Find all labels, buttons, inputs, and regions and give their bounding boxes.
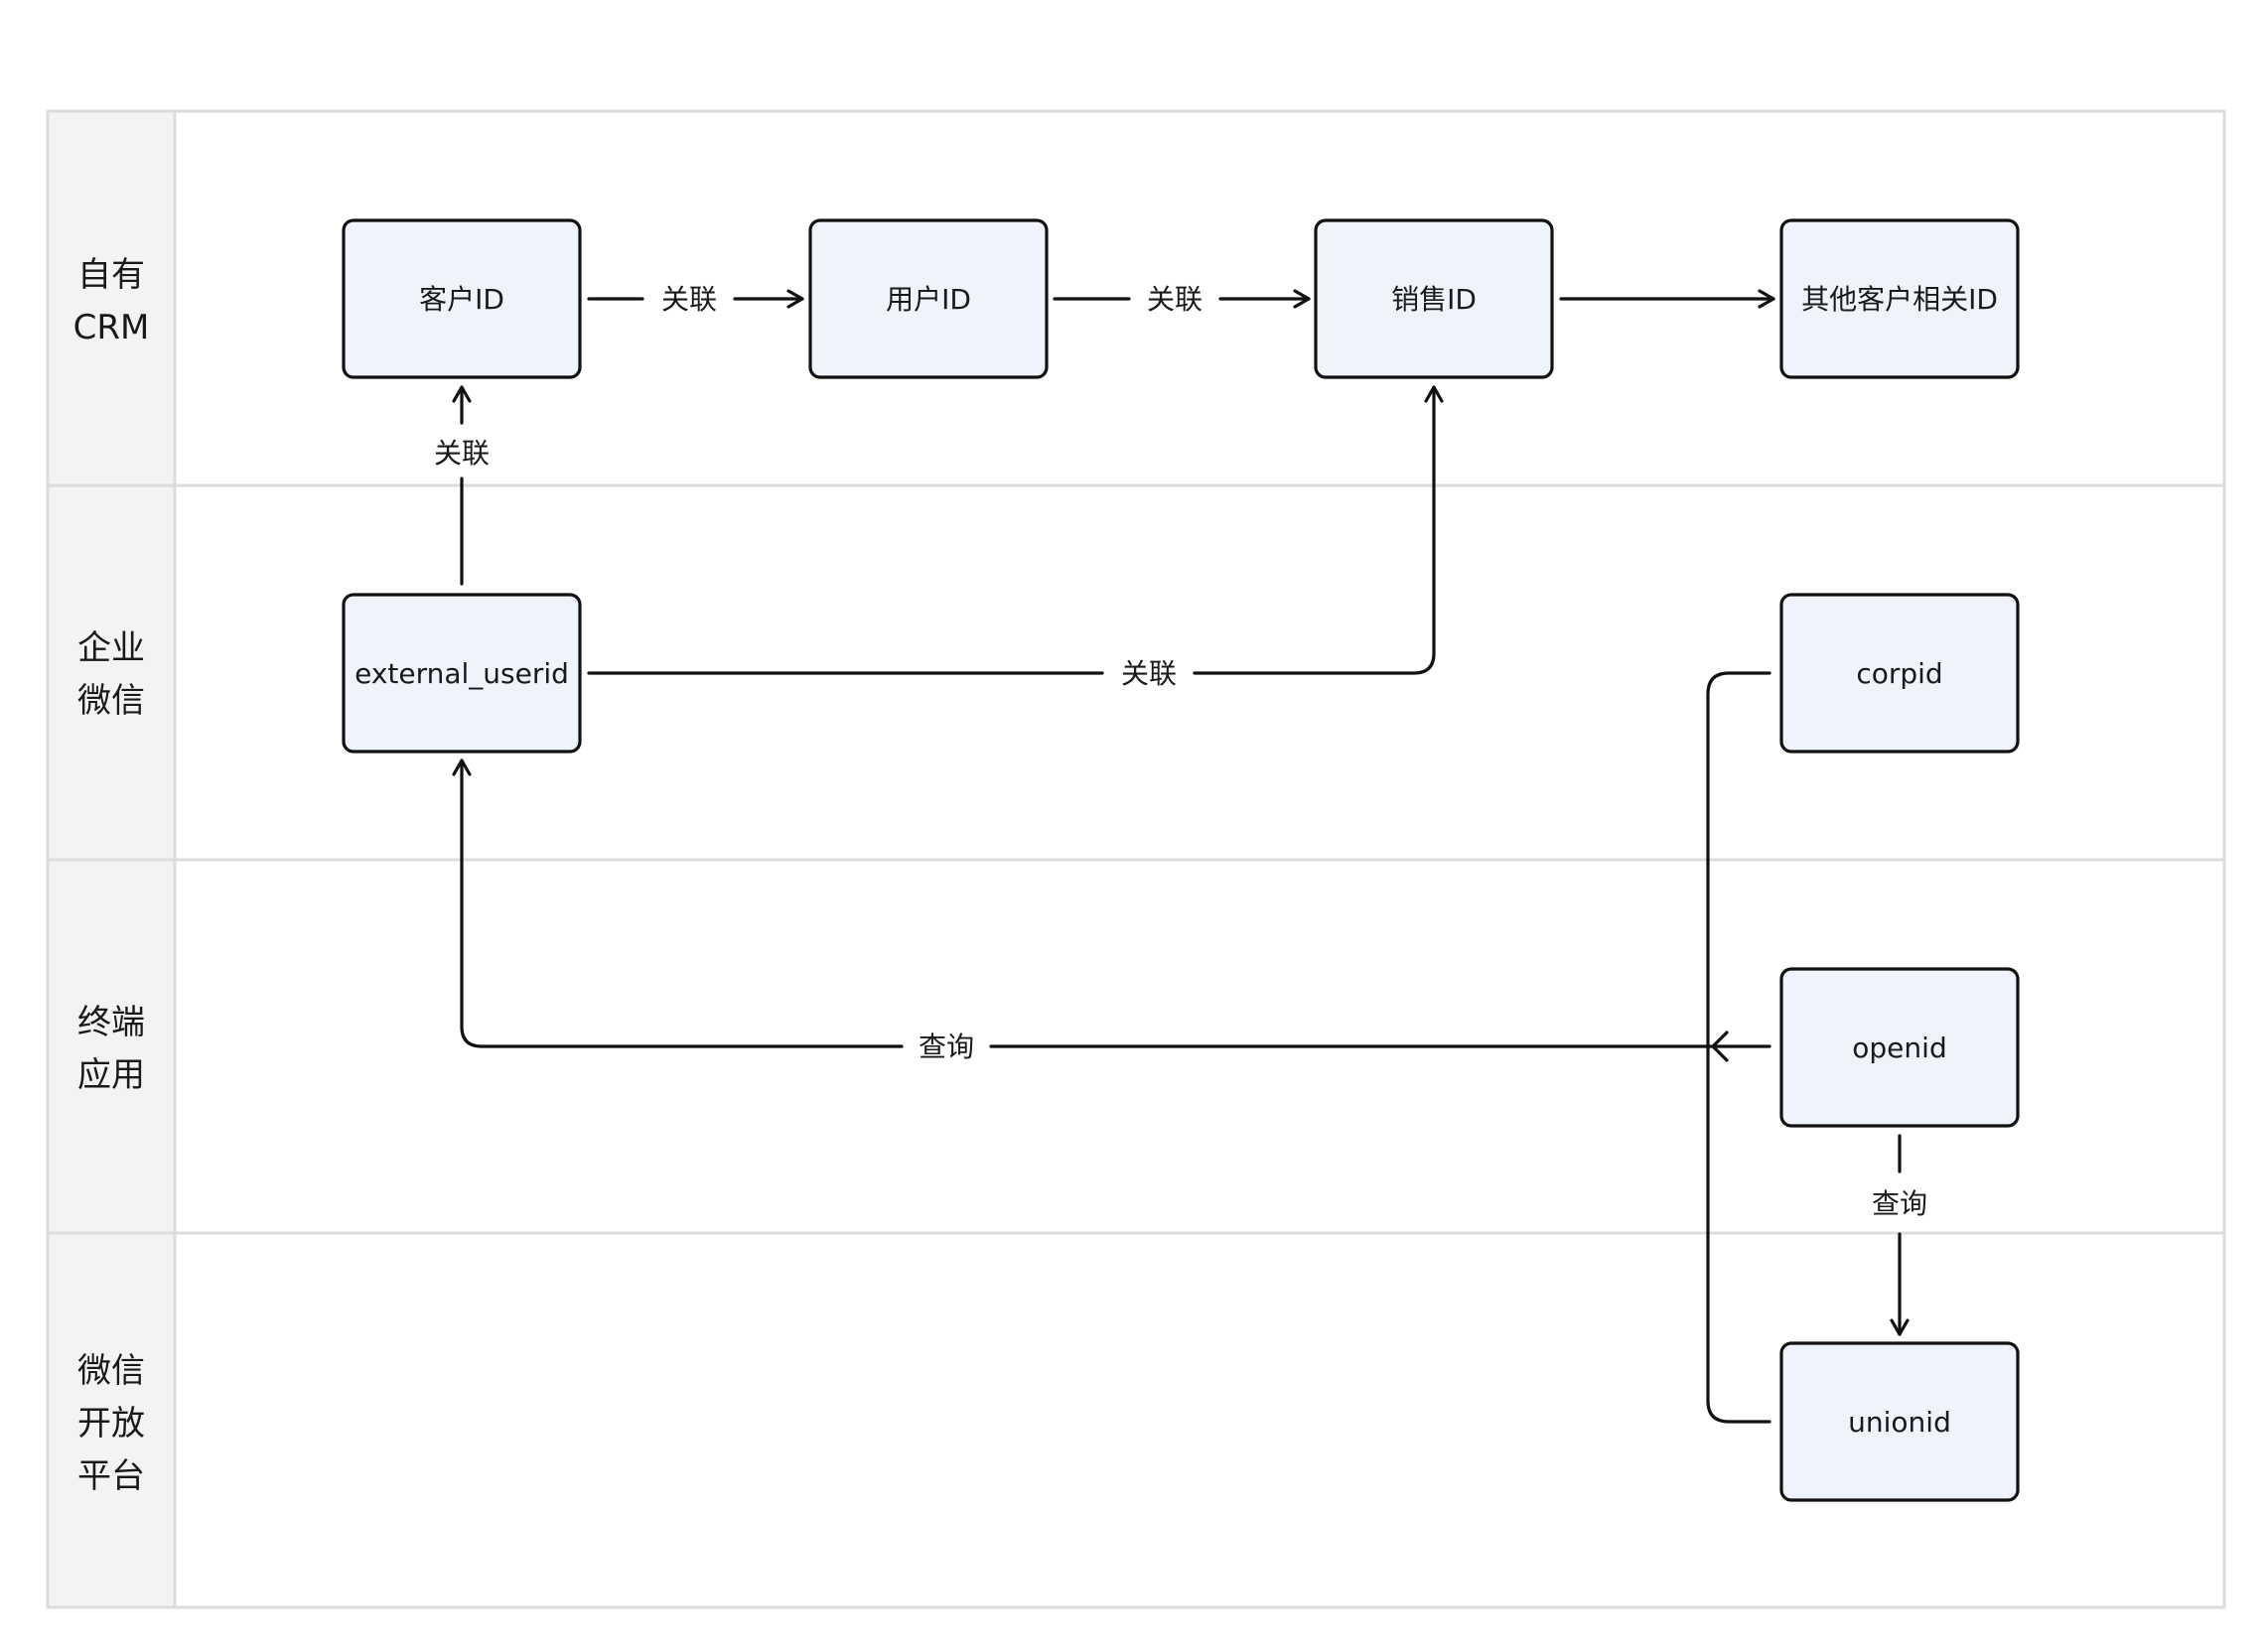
node-sales-id[interactable]: 销售ID xyxy=(1314,218,1554,379)
edge-external-to-sales: 关联 xyxy=(587,385,1444,690)
edge-label: 关联 xyxy=(1147,283,1203,316)
lane-label-crm: 自有 CRM xyxy=(73,255,150,347)
edges: 关联 关联 关联 关联 查询 xyxy=(434,283,1927,1424)
node-label: external_userid xyxy=(354,657,569,690)
lane-label-line: 终端 xyxy=(77,1003,145,1042)
node-external-userid[interactable]: external_userid xyxy=(342,593,582,754)
node-other-customer-ids[interactable]: 其他客户相关ID xyxy=(1779,218,2020,379)
lane-label-wework: 企业 微信 xyxy=(77,628,145,721)
edge-label: 关联 xyxy=(434,437,490,470)
edge-external-to-customer: 关联 xyxy=(434,385,490,586)
node-label: 客户ID xyxy=(419,283,504,316)
edge-corpid-unionid-connector xyxy=(1706,671,1771,1424)
node-label: openid xyxy=(1852,1032,1946,1064)
node-openid[interactable]: openid xyxy=(1779,967,2020,1128)
lane-label-terminal: 终端 应用 xyxy=(77,1003,145,1095)
lane-label-line: 应用 xyxy=(77,1055,145,1095)
lane-label-line: CRM xyxy=(73,308,150,347)
node-label: unionid xyxy=(1848,1406,1951,1439)
node-label: corpid xyxy=(1856,657,1942,690)
node-customer-id[interactable]: 客户ID xyxy=(342,218,582,379)
edge-label: 关联 xyxy=(661,283,717,316)
lane-label-line: 微信 xyxy=(77,681,145,721)
edge-label: 关联 xyxy=(1121,657,1177,690)
lane-label-line: 自有 xyxy=(77,255,145,295)
lane-label-line: 企业 xyxy=(77,628,145,668)
lane-label-open-platform: 微信 开放 平台 xyxy=(77,1351,145,1496)
node-label: 其他客户相关ID xyxy=(1801,283,1998,316)
node-label: 用户ID xyxy=(886,283,971,316)
node-unionid[interactable]: unionid xyxy=(1779,1341,2020,1502)
node-corpid[interactable]: corpid xyxy=(1779,593,2020,754)
edge-openid-to-external: 查询 xyxy=(452,758,1771,1063)
edge-openid-to-unionid: 查询 xyxy=(1872,1134,1927,1336)
node-user-id[interactable]: 用户ID xyxy=(808,218,1049,379)
lane-frame xyxy=(46,109,2226,1609)
node-label: 销售ID xyxy=(1391,283,1477,316)
lane-label-line: 开放 xyxy=(77,1404,145,1444)
edge-label: 查询 xyxy=(1872,1187,1927,1220)
lane-label-line: 微信 xyxy=(77,1351,145,1391)
edge-customer-to-user: 关联 xyxy=(587,283,804,316)
lane-label-line: 平台 xyxy=(77,1456,145,1496)
edge-user-to-sales: 关联 xyxy=(1053,283,1311,316)
edge-label: 查询 xyxy=(919,1031,974,1063)
